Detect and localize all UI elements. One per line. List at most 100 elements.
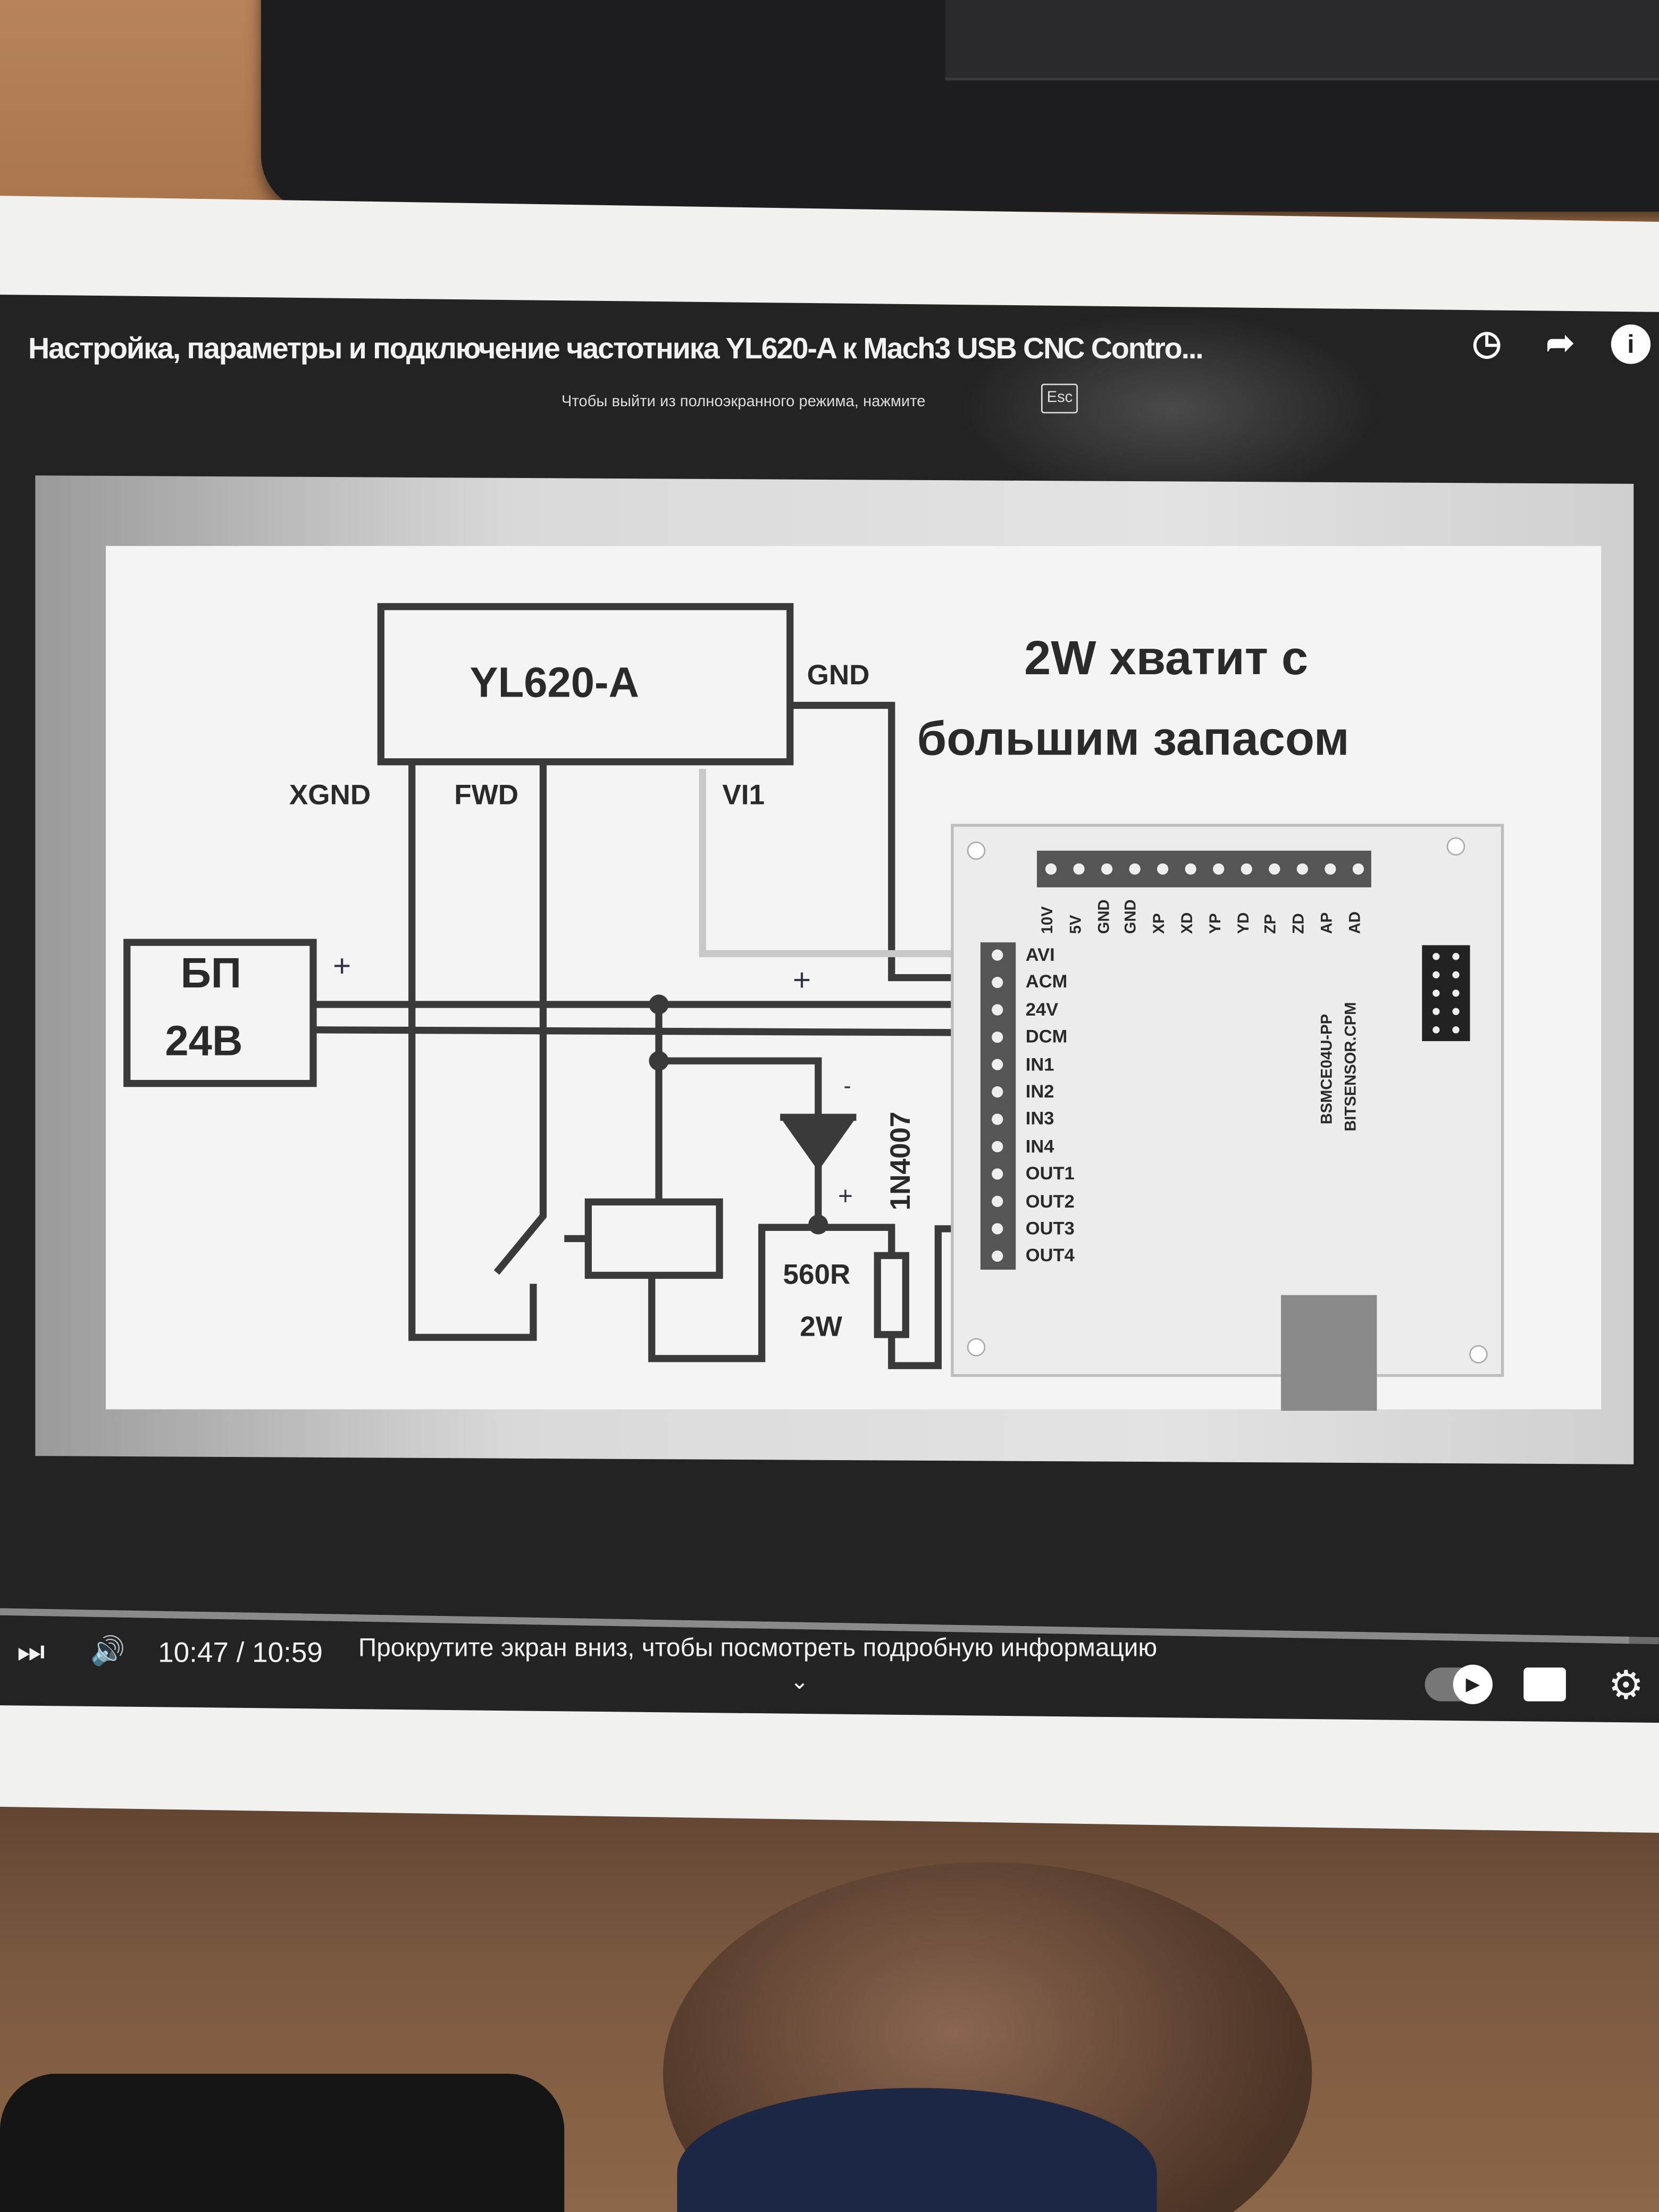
resistor: [874, 1252, 909, 1338]
pin-hole: [992, 1113, 1003, 1125]
wire-dcm: [313, 1026, 984, 1036]
fwd-label: FWD: [454, 780, 519, 811]
relay-coil: [584, 1198, 723, 1279]
mount-hole: [967, 1338, 986, 1356]
pin-label-in2: IN2: [1025, 1080, 1054, 1102]
vfd-label: YL620-A: [470, 660, 639, 707]
gear-icon[interactable]: ⚙: [1608, 1663, 1644, 1707]
pin-hole: [1241, 863, 1252, 875]
pin-hole: [1213, 863, 1225, 875]
psu-label: БП: [180, 951, 242, 998]
connector-10pin: [1422, 945, 1470, 1041]
resistor-power: 2W: [800, 1312, 842, 1343]
pin-hole: [992, 1031, 1003, 1043]
diode-symbol: [780, 1117, 857, 1171]
pin-label-dcm: DCM: [1025, 1026, 1068, 1048]
play-icon: ▶: [1453, 1664, 1493, 1704]
top-pin-label: GND: [1095, 899, 1113, 934]
resistor-label: 560R: [783, 1260, 851, 1291]
minus-mark: -: [843, 1075, 851, 1099]
pin-hole: [1452, 953, 1460, 960]
controller-board: [951, 824, 1504, 1377]
psu-box: [123, 939, 317, 1087]
plus-mark: +: [837, 1182, 853, 1211]
junction: [649, 994, 669, 1015]
pin-hole: [1157, 863, 1169, 875]
pin-hole: [1432, 971, 1440, 978]
pin-label-avi: AVI: [1025, 943, 1055, 965]
pin-hole: [1101, 863, 1113, 875]
top-pin-label: GND: [1123, 899, 1141, 934]
pin-label-out3: OUT3: [1025, 1217, 1075, 1239]
pin-hole: [1185, 863, 1196, 875]
top-pin-label: AD: [1347, 911, 1364, 934]
top-pin-header: [1037, 850, 1371, 887]
board-model: BSMCE04U-PP: [1319, 1013, 1336, 1125]
pin-label-in1: IN1: [1025, 1053, 1054, 1075]
left-terminal: [980, 942, 1016, 1270]
top-pin-label: XD: [1179, 912, 1196, 934]
scroll-hint: Прокрутите экран вниз, чтобы посмотреть …: [358, 1633, 1158, 1662]
top-pin-label: 10V: [1040, 906, 1057, 934]
pin-hole: [1129, 863, 1141, 875]
pin-label-in4: IN4: [1025, 1135, 1054, 1157]
clock-icon[interactable]: ◷: [1472, 324, 1502, 363]
pin-hole: [992, 977, 1003, 988]
subtitles-icon[interactable]: [1523, 1667, 1566, 1702]
info-icon[interactable]: i: [1611, 324, 1651, 364]
pin-hole: [1045, 863, 1057, 875]
pin-label-in3: IN3: [1025, 1108, 1054, 1129]
pin-hole: [992, 1059, 1003, 1070]
laptop-screen-edge: [945, 0, 1659, 81]
pin-hole: [1352, 863, 1364, 875]
xgnd-label: XGND: [289, 780, 371, 811]
mount-hole: [1469, 1345, 1488, 1364]
pin-hole: [992, 1250, 1003, 1262]
fullscreen-hint: Чтобы выйти из полноэкранного режима, на…: [561, 393, 926, 411]
pin-hole: [992, 949, 1003, 961]
pin-hole: [992, 1223, 1003, 1235]
top-pin-label: YP: [1207, 913, 1225, 934]
next-icon[interactable]: ⏭: [16, 1633, 45, 1669]
pin-hole: [1452, 990, 1460, 997]
player-controls: ⏭ 🔊 10:47 / 10:59 Прокрутите экран вниз,…: [0, 1594, 1659, 1714]
pin-hole: [1269, 863, 1280, 875]
mount-hole: [1446, 837, 1465, 856]
note-line2: большим запасом: [917, 712, 1350, 766]
top-pin-label: XP: [1151, 913, 1169, 934]
top-pin-label: AP: [1319, 912, 1336, 934]
pin-hole: [992, 1086, 1003, 1098]
mount-hole: [967, 841, 986, 860]
wire-fwd-switch: [493, 761, 547, 1275]
junction: [649, 1051, 669, 1071]
chevron-down-icon[interactable]: ⌄: [790, 1670, 809, 1695]
wire-resistor: [648, 1224, 895, 1362]
diode-label: 1N4007: [886, 1111, 917, 1211]
pin-hole: [1432, 990, 1440, 997]
junction: [808, 1214, 828, 1235]
note-line1: 2W хватит с: [1024, 632, 1309, 686]
top-pin-label: ZD: [1291, 913, 1308, 934]
share-icon[interactable]: ➦: [1546, 324, 1574, 363]
gnd-label: GND: [807, 660, 870, 692]
pin-hole: [1073, 863, 1085, 875]
usb-connector: [1281, 1295, 1377, 1411]
psu-voltage: 24В: [165, 1018, 243, 1066]
time-display: 10:47 / 10:59: [158, 1638, 323, 1669]
pin-hole: [992, 1195, 1003, 1207]
top-pin-label: ZP: [1263, 914, 1280, 934]
pin-hole: [1432, 1008, 1440, 1015]
vfd-box: [377, 603, 794, 766]
volume-icon[interactable]: 🔊: [90, 1636, 125, 1668]
vi1-label: VI1: [722, 780, 765, 811]
autoplay-toggle[interactable]: ▶: [1425, 1664, 1493, 1704]
chair: [0, 2074, 565, 2212]
video-title[interactable]: Настройка, параметры и подключение часто…: [28, 333, 1204, 366]
pin-label-acm: ACM: [1025, 971, 1068, 993]
pin-hole: [1325, 863, 1336, 875]
pin-hole: [1432, 953, 1440, 960]
pin-hole: [1296, 863, 1308, 875]
board-site: BITSENSOR.CPM: [1343, 1002, 1360, 1132]
